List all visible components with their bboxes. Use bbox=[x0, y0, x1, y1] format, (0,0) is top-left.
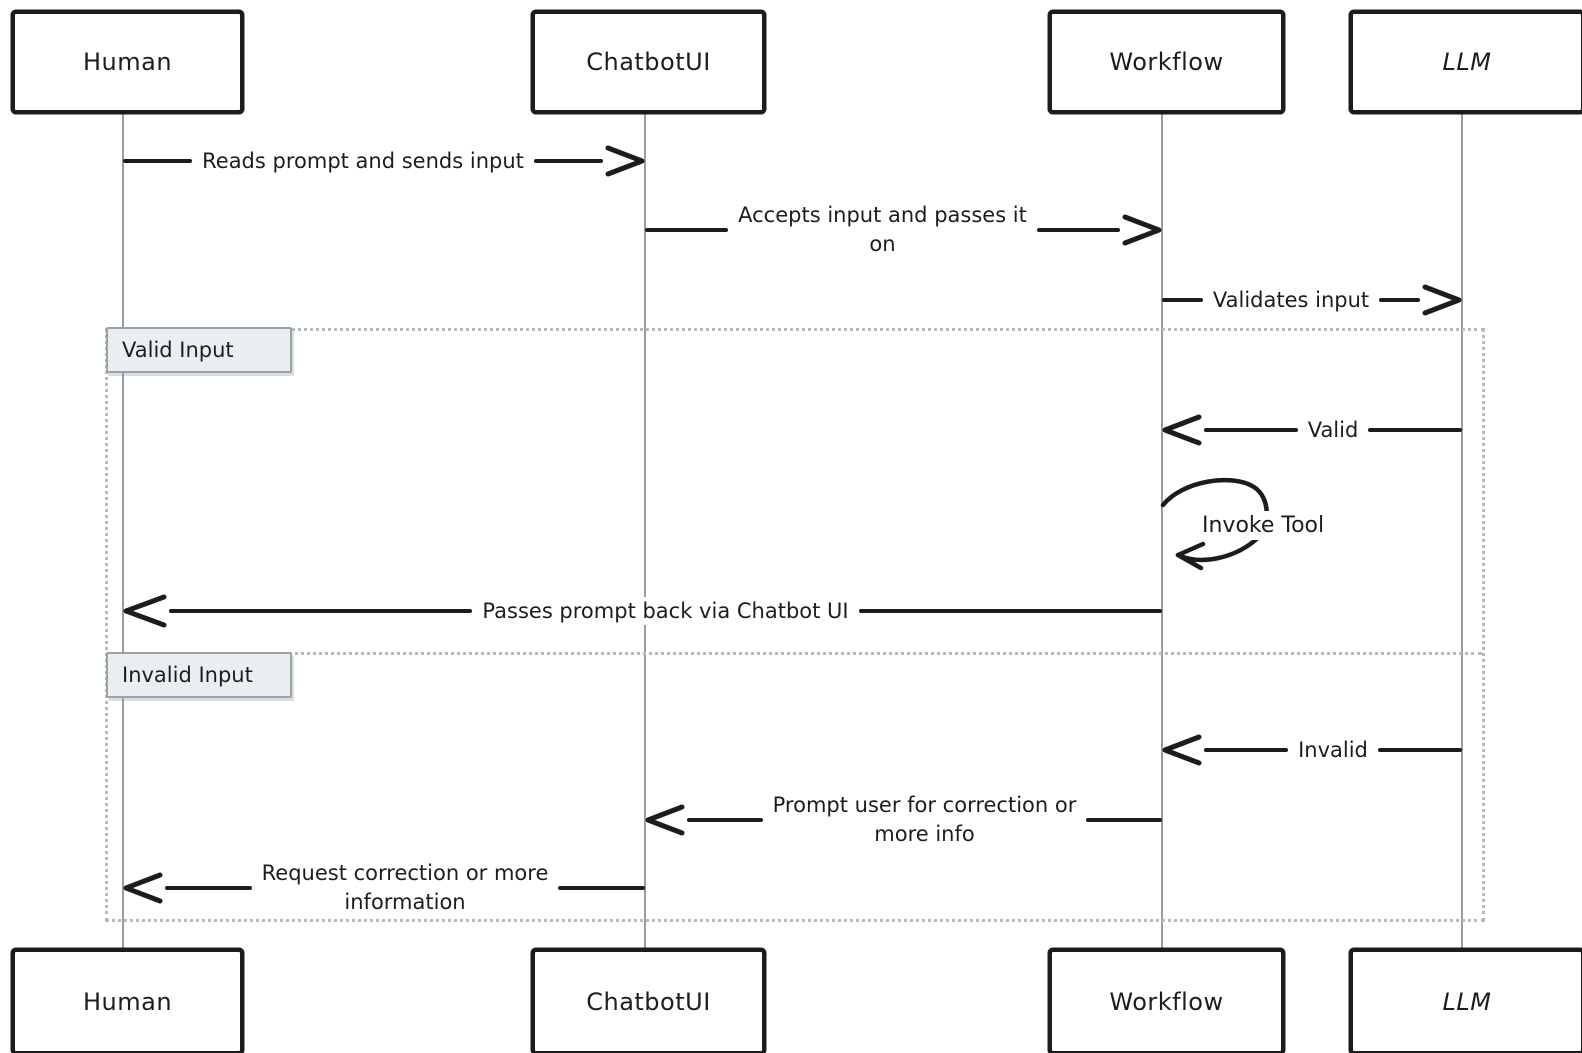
arrow-left-icon bbox=[123, 594, 167, 628]
message-line-segment bbox=[645, 228, 729, 232]
message-reads-prompt: Reads prompt and sends input bbox=[123, 119, 645, 203]
message-valid: Valid bbox=[1162, 388, 1463, 472]
message-validates-input: Validates input bbox=[1162, 258, 1462, 342]
message-line-segment bbox=[1379, 298, 1421, 302]
lifeline-human bbox=[122, 106, 124, 948]
actor-label: Human bbox=[82, 987, 173, 1016]
message-label: Validates input bbox=[1202, 285, 1380, 315]
message-request-correction: Request correction or more information bbox=[123, 846, 646, 930]
alt-frame-divider bbox=[108, 652, 1482, 655]
message-accepts-input: Accepts input and passes it on bbox=[645, 188, 1162, 272]
message-invoke-tool: Invoke Tool bbox=[1192, 511, 1335, 540]
message-line-segment bbox=[1377, 748, 1462, 752]
alt-frame bbox=[105, 328, 1485, 922]
message-label: Passes prompt back via Chatbot UI bbox=[472, 596, 859, 626]
lifeline-llm bbox=[1461, 106, 1463, 948]
arrow-right-icon bbox=[1422, 284, 1462, 316]
message-invalid: Invalid bbox=[1162, 708, 1462, 792]
message-line-segment bbox=[1086, 818, 1163, 822]
message-line-segment bbox=[533, 159, 603, 163]
actor-label: LLM bbox=[1442, 48, 1492, 76]
actor-label: Workflow bbox=[1109, 48, 1224, 76]
actor-box-workflow-bottom: Workflow bbox=[1048, 948, 1285, 1053]
lifeline-chatbotui bbox=[644, 106, 646, 948]
arrow-left-icon bbox=[645, 804, 685, 836]
lifeline-workflow bbox=[1161, 106, 1163, 948]
message-line-segment bbox=[1204, 428, 1298, 432]
arrow-right-icon bbox=[605, 145, 645, 177]
frame-label-valid-input-text: Valid Input bbox=[122, 338, 234, 362]
message-line-segment bbox=[1204, 748, 1289, 752]
actor-label: LLM bbox=[1442, 987, 1492, 1016]
actor-box-workflow-top: Workflow bbox=[1048, 10, 1285, 114]
message-line-segment bbox=[687, 818, 763, 822]
arrow-left-icon bbox=[1162, 414, 1202, 446]
message-label: Invalid bbox=[1288, 735, 1378, 765]
actor-label: ChatbotUI bbox=[586, 48, 711, 76]
arrow-left-icon bbox=[1162, 734, 1202, 766]
actor-box-human-top: Human bbox=[11, 10, 244, 114]
actor-box-llm-top: LLM bbox=[1349, 10, 1582, 114]
actor-box-human-bottom: Human bbox=[11, 948, 244, 1053]
message-line-segment bbox=[858, 609, 1163, 613]
message-line-segment bbox=[169, 609, 473, 613]
message-label: Request correction or more information bbox=[251, 859, 559, 917]
message-line-segment bbox=[123, 159, 193, 163]
message-line-segment bbox=[1036, 228, 1120, 232]
message-passes-prompt-back: Passes prompt back via Chatbot UI bbox=[123, 569, 1163, 653]
arrow-left-icon bbox=[123, 872, 163, 904]
frame-label-invalid-input: Invalid Input bbox=[106, 652, 292, 698]
actor-label: ChatbotUI bbox=[586, 987, 711, 1016]
arrow-right-icon bbox=[1122, 214, 1162, 246]
message-line-segment bbox=[1162, 298, 1203, 302]
message-label: Accepts input and passes it on bbox=[728, 201, 1037, 259]
message-label: Valid bbox=[1297, 415, 1369, 445]
actor-box-chatbotui-bottom: ChatbotUI bbox=[531, 948, 766, 1053]
actor-box-chatbotui-top: ChatbotUI bbox=[531, 10, 766, 114]
message-label: Prompt user for correction or more info bbox=[762, 791, 1087, 849]
self-loop-icon bbox=[1160, 477, 1269, 571]
actor-box-llm-bottom: LLM bbox=[1349, 948, 1582, 1053]
message-line-segment bbox=[558, 886, 646, 890]
actor-label: Workflow bbox=[1109, 987, 1224, 1016]
frame-label-valid-input: Valid Input bbox=[106, 327, 292, 373]
message-line-segment bbox=[165, 886, 252, 890]
actor-label: Human bbox=[82, 48, 173, 76]
frame-label-invalid-input-text: Invalid Input bbox=[122, 663, 253, 687]
message-prompt-user-correction: Prompt user for correction or more info bbox=[645, 778, 1163, 862]
message-line-segment bbox=[1368, 428, 1463, 432]
message-label: Reads prompt and sends input bbox=[192, 146, 534, 176]
